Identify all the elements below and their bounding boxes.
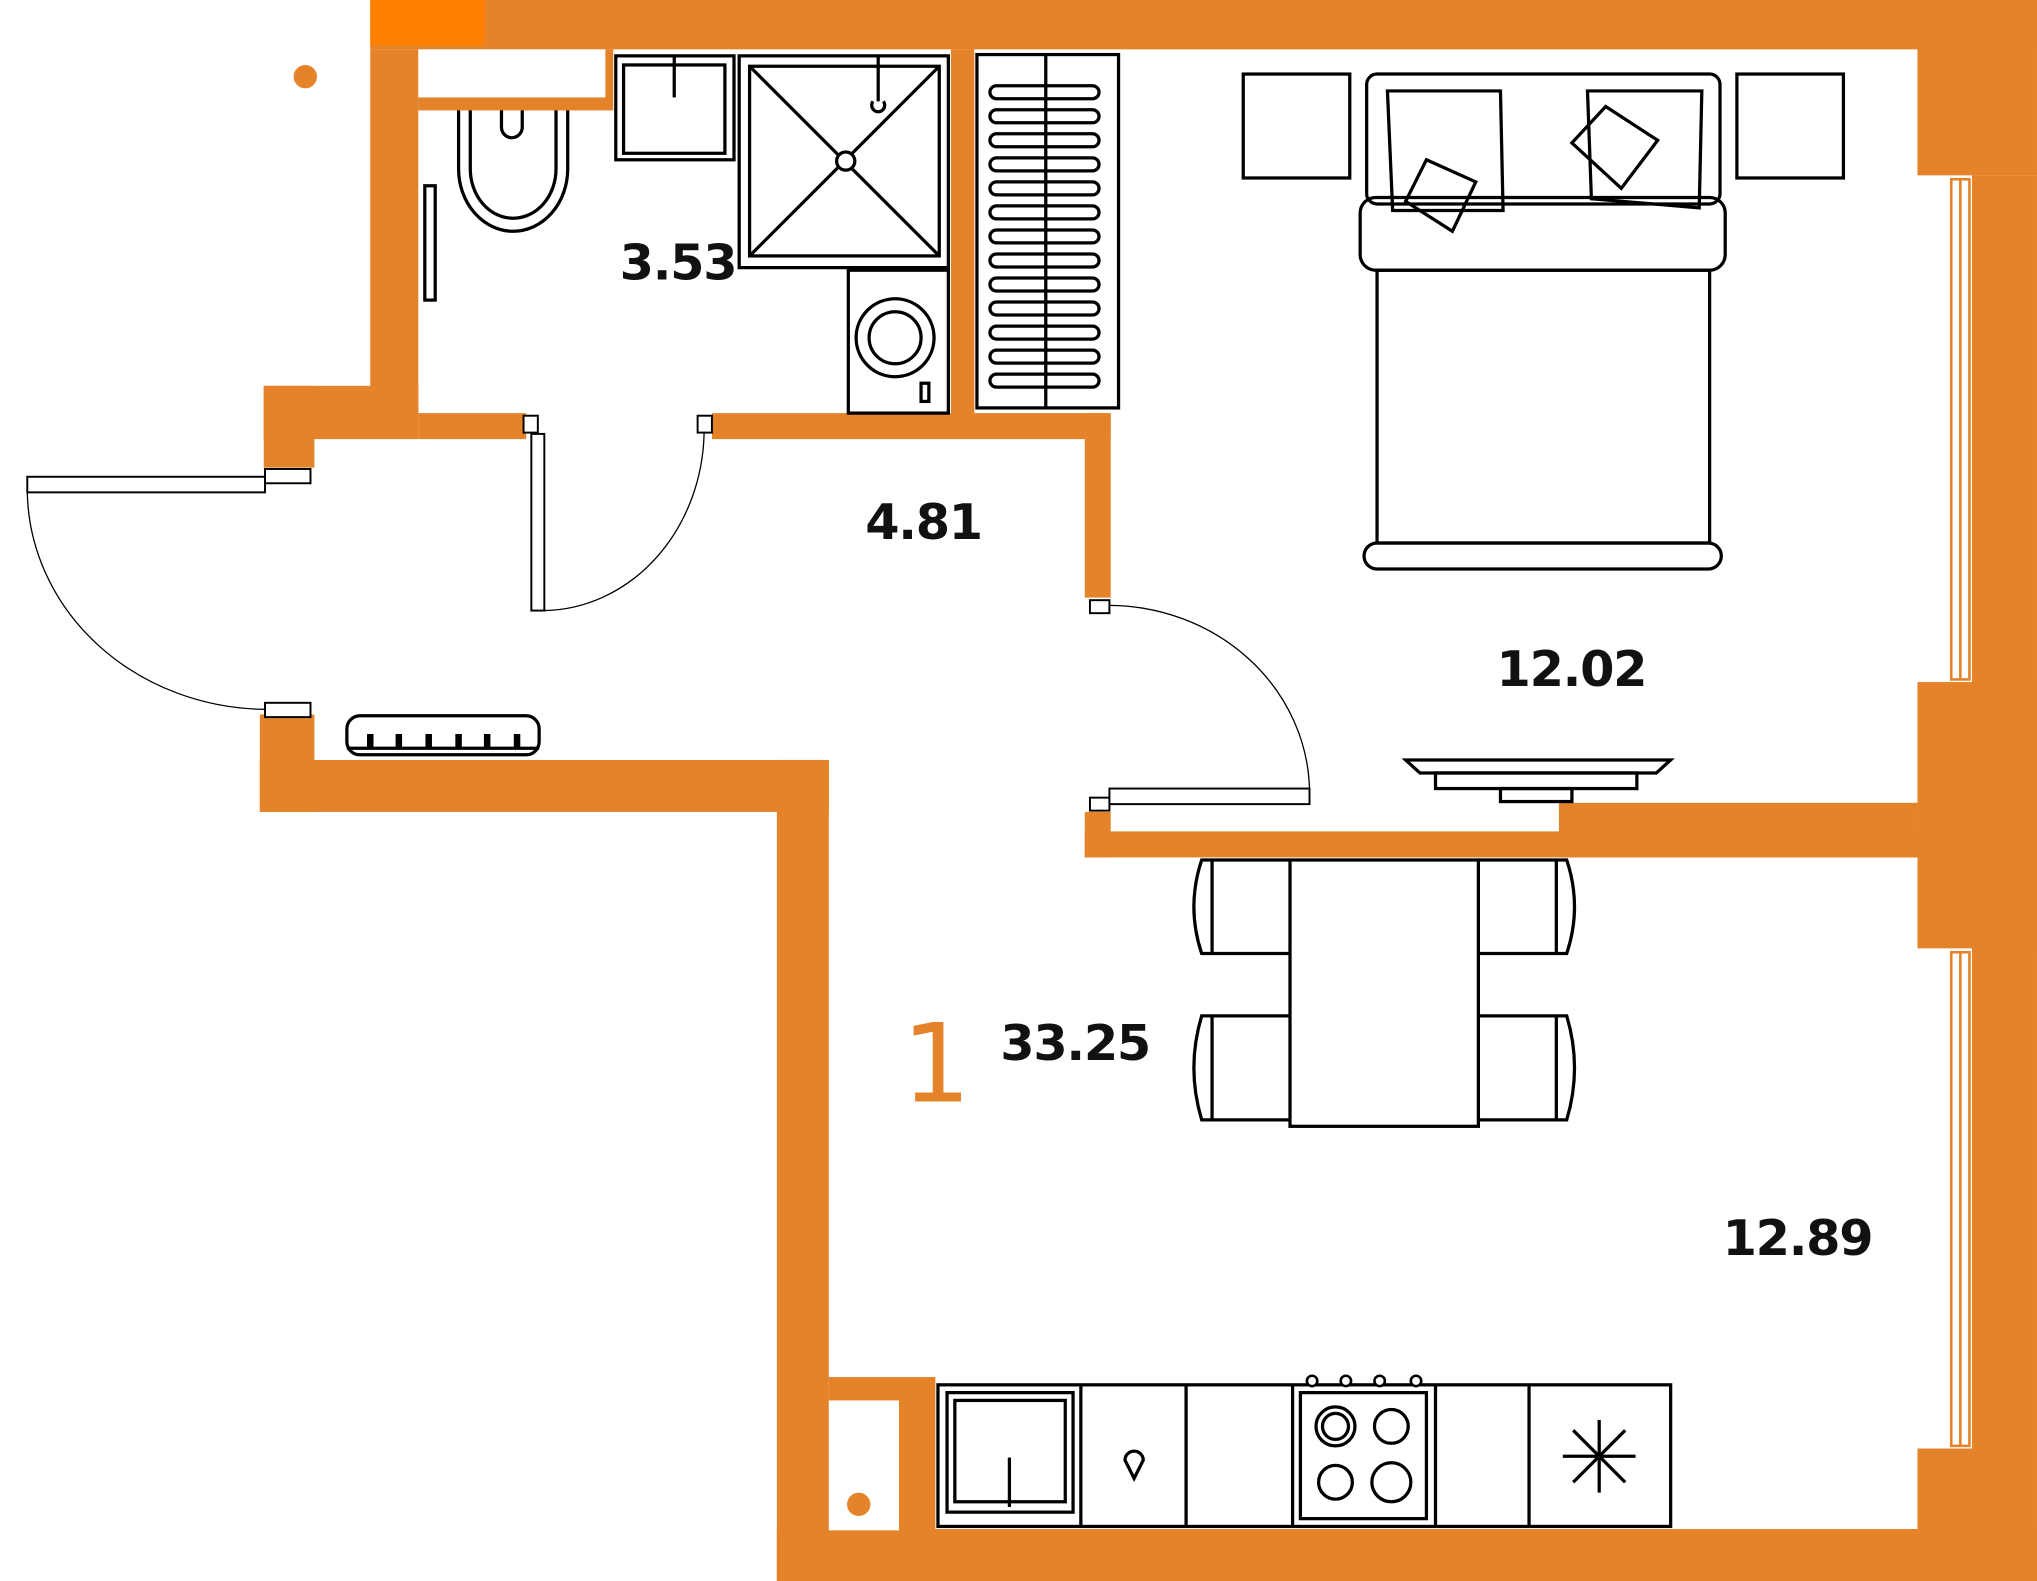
radiator-rung: [988, 300, 1101, 317]
water-drop-icon: [1123, 1449, 1145, 1483]
apartment-number: 1: [902, 1001, 971, 1128]
doors: [26, 414, 1311, 812]
tv-unit: [1401, 758, 1675, 804]
hallway-furniture: [345, 714, 541, 757]
radiator-rung: [988, 348, 1101, 365]
radiator-rung: [988, 372, 1101, 389]
kitchen-counter: [936, 1374, 1673, 1529]
radiator-rung: [988, 276, 1101, 293]
bedroom-area: 12.02: [1497, 640, 1647, 698]
walls: [259, 0, 2037, 1581]
radiator-rung: [988, 204, 1101, 221]
radiator-rung: [988, 132, 1101, 149]
radiator-rung: [988, 156, 1101, 173]
total-area: 33.25: [1000, 1014, 1150, 1072]
riser-marker: [847, 1492, 871, 1517]
riser-marker: [293, 64, 317, 89]
radiator-icon: [975, 52, 1121, 410]
windows: [1949, 177, 1971, 1448]
snowflake-icon: [1562, 1419, 1636, 1493]
bedroom-furniture: [1241, 72, 1846, 804]
radiator-rung: [988, 180, 1101, 197]
radiator-rung: [988, 228, 1101, 245]
radiator-rung: [988, 252, 1101, 269]
hallway-area: 4.81: [865, 493, 982, 551]
bathroom-fixtures: [423, 52, 1121, 415]
kitchen-area: 12.89: [1723, 1209, 1873, 1267]
radiator-rung: [988, 324, 1101, 341]
bathroom-area: 3.53: [620, 233, 737, 291]
cooktop-icon: [1298, 1391, 1429, 1521]
dining-set: [1192, 858, 1577, 1128]
radiator-rung: [988, 108, 1101, 125]
radiator-rung: [988, 84, 1101, 101]
